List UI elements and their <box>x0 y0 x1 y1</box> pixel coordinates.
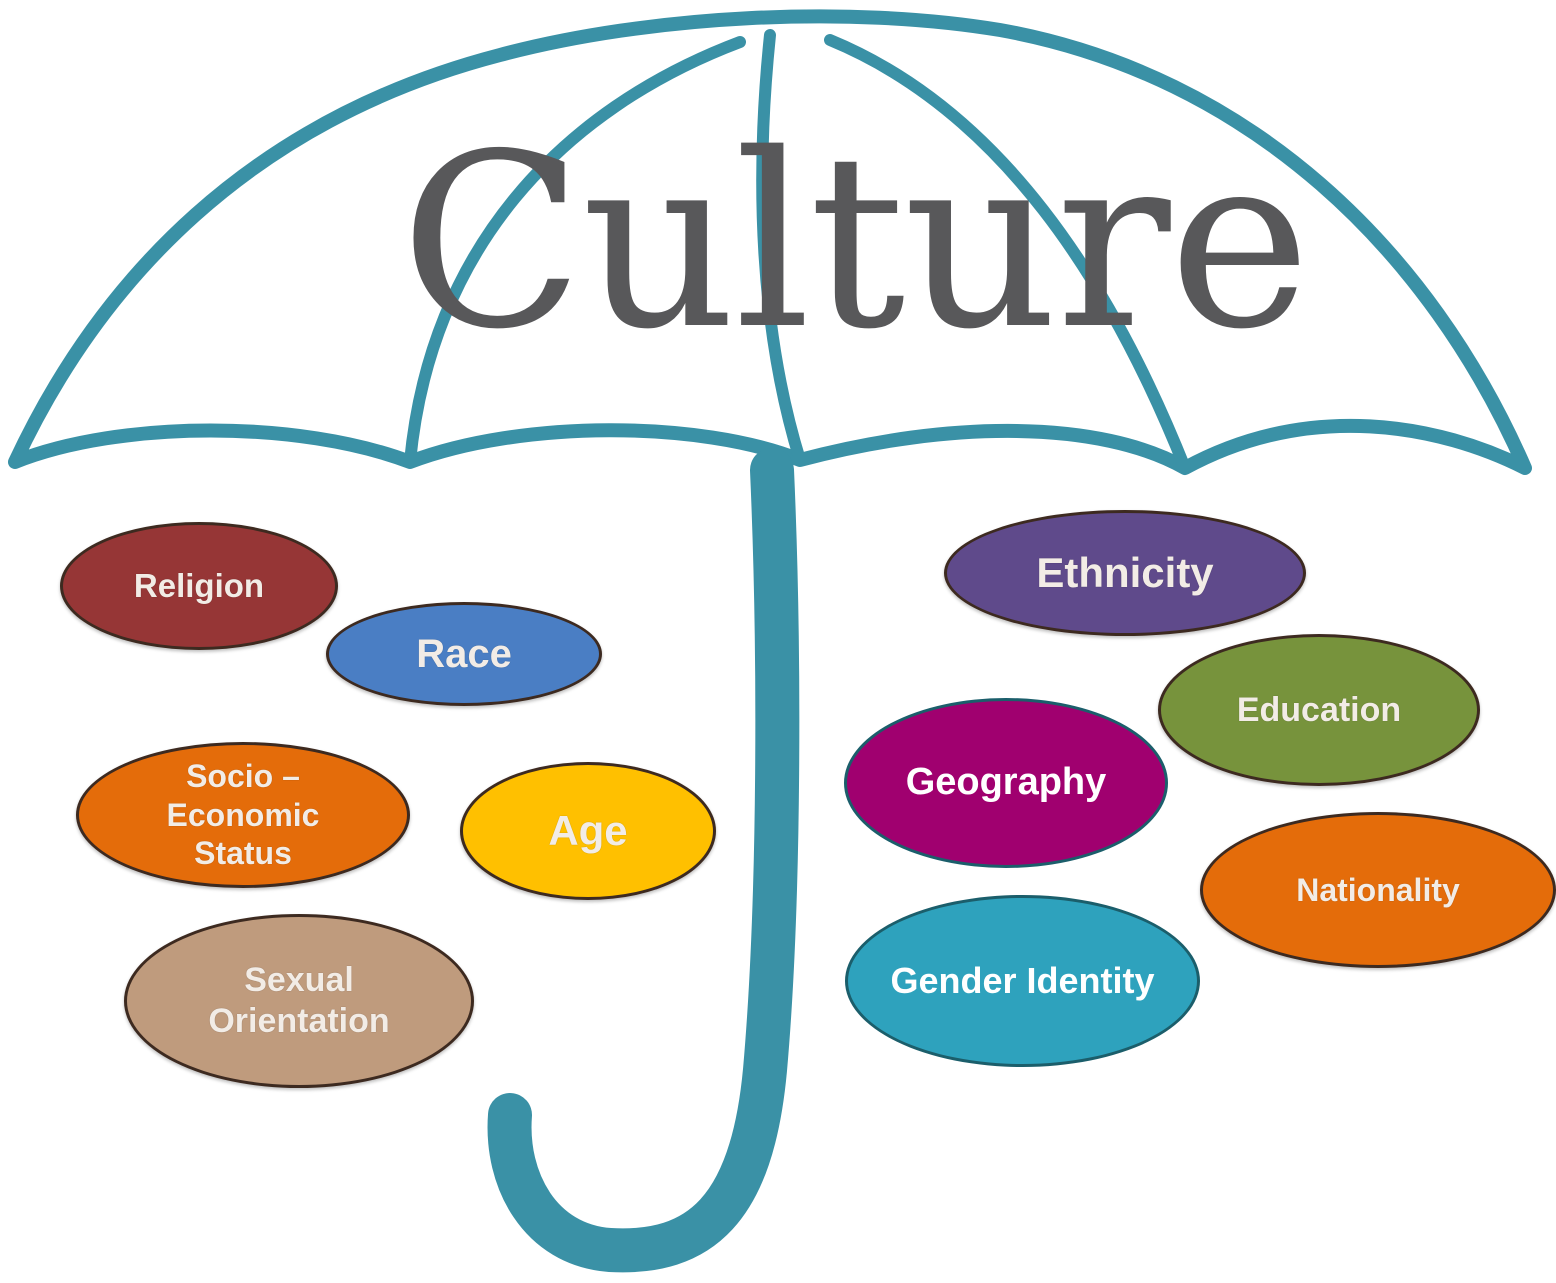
diagram-title: Culture <box>400 102 1309 382</box>
bubble-gender-identity: Gender Identity <box>845 895 1200 1067</box>
bubble-socio-economic-status: Socio – Economic Status <box>76 742 410 888</box>
bubble-socio-line-1: Socio – <box>186 758 300 795</box>
umbrella-rib <box>404 36 746 468</box>
bubble-nationality: Nationality <box>1200 812 1556 968</box>
bubble-religion-label: Religion <box>133 567 265 605</box>
bubble-sexual-line-1: Sexual <box>244 961 354 1000</box>
bubble-gender-identity-label: Gender Identity <box>890 960 1155 1002</box>
bubble-sexual-line-2: Orientation <box>208 1002 390 1040</box>
bubble-ethnicity: Ethnicity <box>944 510 1306 636</box>
bubble-socio-line-3: Status <box>194 835 292 872</box>
bubble-age: Age <box>460 762 716 900</box>
bubble-education-label: Education <box>1236 690 1402 729</box>
bubble-geography: Geography <box>844 698 1168 868</box>
bubble-education: Education <box>1158 634 1480 786</box>
bubble-sexual-orientation: Sexual Orientation <box>124 914 474 1088</box>
bubble-race: Race <box>326 602 602 706</box>
bubble-age-label: Age <box>548 806 628 854</box>
bubble-religion: Religion <box>60 522 338 650</box>
bubble-nationality-label: Nationality <box>1296 871 1460 908</box>
bubble-geography-label: Geography <box>905 761 1107 804</box>
umbrella-rib <box>824 34 1191 474</box>
bubble-race-label: Race <box>416 632 512 676</box>
bubble-ethnicity-label: Ethnicity <box>1036 548 1214 596</box>
bubble-socio-line-2: Economic <box>166 796 320 833</box>
umbrella-handle <box>487 448 800 1273</box>
umbrella-canopy <box>8 9 1532 475</box>
umbrella-rib <box>756 29 806 466</box>
